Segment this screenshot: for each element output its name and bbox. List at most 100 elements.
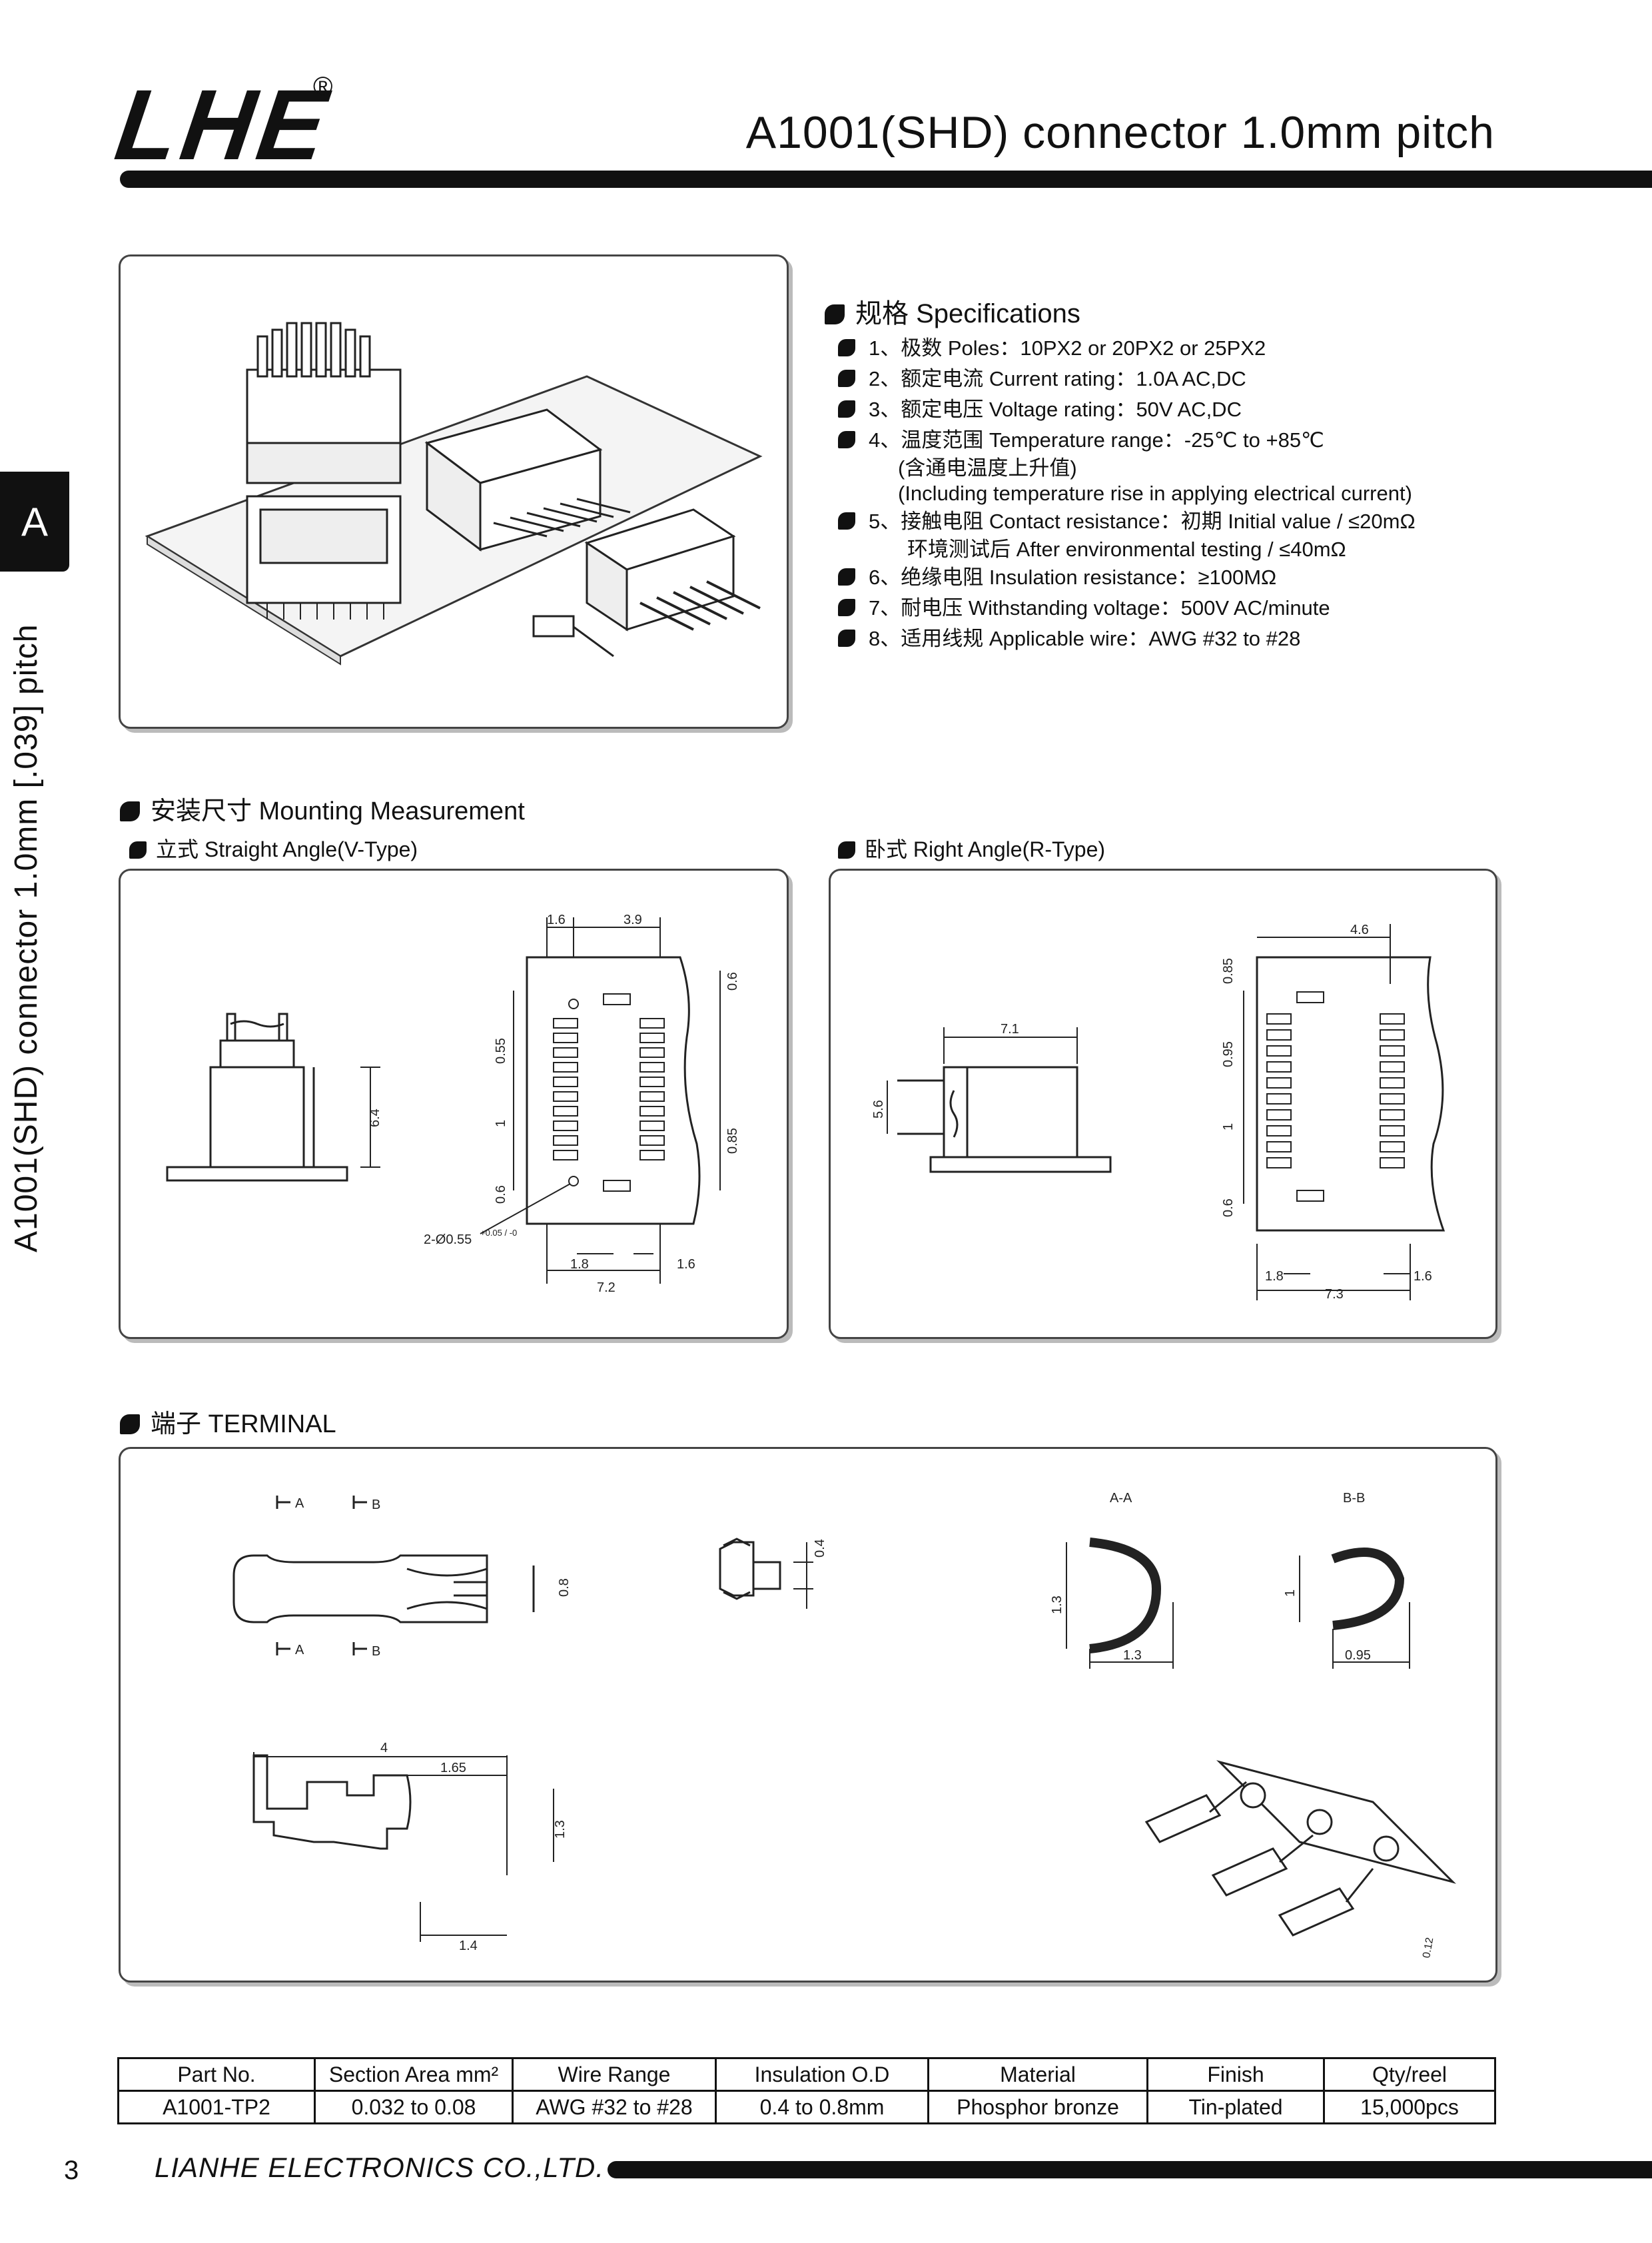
dim-top-right: 3.9 — [623, 913, 642, 927]
dim-aa-width: 1.3 — [1123, 1648, 1142, 1663]
table-cell: 15,000pcs — [1323, 2090, 1496, 2124]
solder-pad — [1266, 1045, 1292, 1057]
spec-text: 6、绝缘电阻 Insulation resistance：≥100MΩ — [869, 566, 1277, 589]
solder-pad — [553, 1150, 578, 1160]
mounting-heading-text: 安装尺寸 Mounting Measurement — [151, 797, 525, 825]
spec-item: 4、温度范围 Temperature range：-25℃ to +85℃ — [838, 425, 1416, 456]
solder-pad — [553, 1135, 578, 1146]
solder-pad — [1380, 1093, 1405, 1105]
solder-pad — [1266, 1077, 1292, 1089]
dim-tail: 1.4 — [459, 1939, 478, 1953]
solder-pad — [1380, 1109, 1405, 1121]
table-header-cell: Wire Range — [512, 2057, 717, 2092]
terminal-drawing: A B A B 0.8 0.4 A-A 1.3 1.3 B-B 1 0.95 — [232, 1491, 1456, 1959]
dim-aa-height: 1.3 — [1050, 1595, 1064, 1614]
solder-pad — [1380, 1125, 1405, 1136]
product-illustration — [145, 322, 763, 666]
side-caption: A1001(SHD) connector 1.0mm [.039] pitch — [9, 624, 44, 1252]
table-cell: AWG #32 to #28 — [512, 2090, 717, 2124]
bullet-icon — [120, 1414, 140, 1434]
spec-item: 6、绝缘电阻 Insulation resistance：≥100MΩ — [838, 562, 1416, 593]
right-angle-label: 卧式 Right Angle(R-Type) — [838, 833, 1105, 863]
table-cell: 0.4 to 0.8mm — [715, 2090, 929, 2124]
table-cell: Tin-plated — [1146, 2090, 1325, 2124]
solder-pad — [553, 1047, 578, 1058]
dim-top-height: 0.4 — [813, 1539, 827, 1558]
dim-height: 5.6 — [871, 1100, 886, 1119]
footer-rule — [608, 2161, 1652, 2178]
solder-pad — [1380, 1141, 1405, 1152]
parts-table: Part No. Section Area mm² Wire Range Ins… — [117, 2057, 1496, 2124]
dim-height: 6.4 — [368, 1109, 382, 1127]
solder-pad — [639, 1121, 665, 1131]
bullet-icon — [838, 599, 855, 616]
dim-hole: 2-Ø0.55 — [424, 1232, 472, 1247]
dim-hole-tolerance: +0.05 / -0 — [480, 1228, 517, 1238]
section-b-bottom: B — [372, 1644, 380, 1659]
solder-pad — [1266, 1125, 1292, 1136]
solder-pad — [553, 1033, 578, 1043]
terminal-heading: 端子 TERMINAL — [120, 1403, 336, 1440]
solder-pad — [639, 1018, 665, 1029]
table-header-cell: Material — [927, 2057, 1148, 2092]
bullet-icon — [838, 431, 855, 448]
dim-left-a: 0.55 — [494, 1038, 508, 1064]
spec-text: 1、极数 Poles：10PX2 or 20PX2 or 25PX2 — [869, 336, 1266, 360]
dim-length-2: 1.65 — [440, 1761, 466, 1775]
terminal-drawing-box: A B A B 0.8 0.4 A-A 1.3 1.3 B-B 1 0.95 — [119, 1447, 1497, 1983]
bullet-icon — [838, 568, 855, 586]
bullet-icon — [825, 304, 845, 324]
solder-pad — [1380, 1061, 1405, 1073]
spec-item: 2、额定电流 Current rating：1.0A AC,DC — [838, 364, 1416, 394]
page-number: 3 — [64, 2156, 79, 2185]
dim-left-c: 1 — [1221, 1123, 1236, 1130]
spec-item: 1、极数 Poles：10PX2 or 20PX2 or 25PX2 — [838, 333, 1416, 364]
bullet-icon — [838, 339, 855, 356]
solder-pad — [1266, 1093, 1292, 1105]
solder-pad — [1380, 1157, 1405, 1168]
solder-pad — [639, 1135, 665, 1146]
spec-text: 3、额定电压 Voltage rating：50V AC,DC — [869, 398, 1242, 421]
solder-pad — [1266, 1141, 1292, 1152]
dim-length: 4 — [380, 1741, 388, 1755]
solder-pad — [553, 1062, 578, 1073]
bullet-icon — [129, 841, 147, 859]
dim-right-b: 0.85 — [725, 1128, 740, 1154]
dim-left-b: 1 — [494, 1120, 508, 1127]
dim-left-b: 0.95 — [1221, 1041, 1236, 1067]
spec-text: 2、额定电流 Current rating：1.0A AC,DC — [869, 367, 1246, 390]
spec-item: 3、额定电压 Voltage rating：50V AC,DC — [838, 394, 1416, 425]
solder-pad — [553, 1106, 578, 1117]
straight-angle-label-text: 立式 Straight Angle(V-Type) — [156, 837, 418, 861]
solder-pad — [553, 1077, 578, 1087]
table-cell: A1001-TP2 — [117, 2090, 316, 2124]
solder-pad — [1266, 1157, 1292, 1168]
spec-item: 7、耐电压 Withstanding voltage：500V AC/minut… — [838, 593, 1416, 624]
solder-pad — [639, 1062, 665, 1073]
specifications-heading-text: 规格 Specifications — [855, 299, 1080, 328]
dim-bb-height: 1 — [1283, 1589, 1298, 1597]
bullet-icon — [838, 512, 855, 530]
dim-bottom-total: 7.3 — [1325, 1287, 1344, 1302]
bullet-icon — [838, 841, 855, 859]
solder-pad — [1380, 1077, 1405, 1089]
spec-subtext: 环境测试后 After environmental testing / ≤40m… — [907, 538, 1346, 561]
dim-left-d: 0.6 — [1221, 1198, 1236, 1217]
dim-top-left: 1.6 — [547, 913, 566, 927]
bullet-icon — [838, 630, 855, 647]
section-tab: A — [0, 472, 69, 572]
dim-side-height: 1.3 — [553, 1820, 568, 1839]
solder-pad — [1380, 1013, 1405, 1025]
product-illustration-box — [119, 254, 789, 729]
dim-width: 0.8 — [557, 1578, 572, 1597]
solder-pad — [639, 1091, 665, 1102]
solder-pad — [553, 1091, 578, 1102]
table-cell: Phosphor bronze — [927, 2090, 1148, 2124]
table-header-cell: Insulation O.D — [715, 2057, 929, 2092]
spec-subtext: (含通电温度上升值) — [898, 456, 1077, 480]
header-rule — [120, 171, 1652, 188]
dim-left-a: 0.85 — [1221, 958, 1236, 984]
dim-left-c: 0.6 — [494, 1185, 508, 1204]
registered-mark: ® — [313, 72, 333, 101]
section-aa-label: A-A — [1110, 1491, 1132, 1506]
